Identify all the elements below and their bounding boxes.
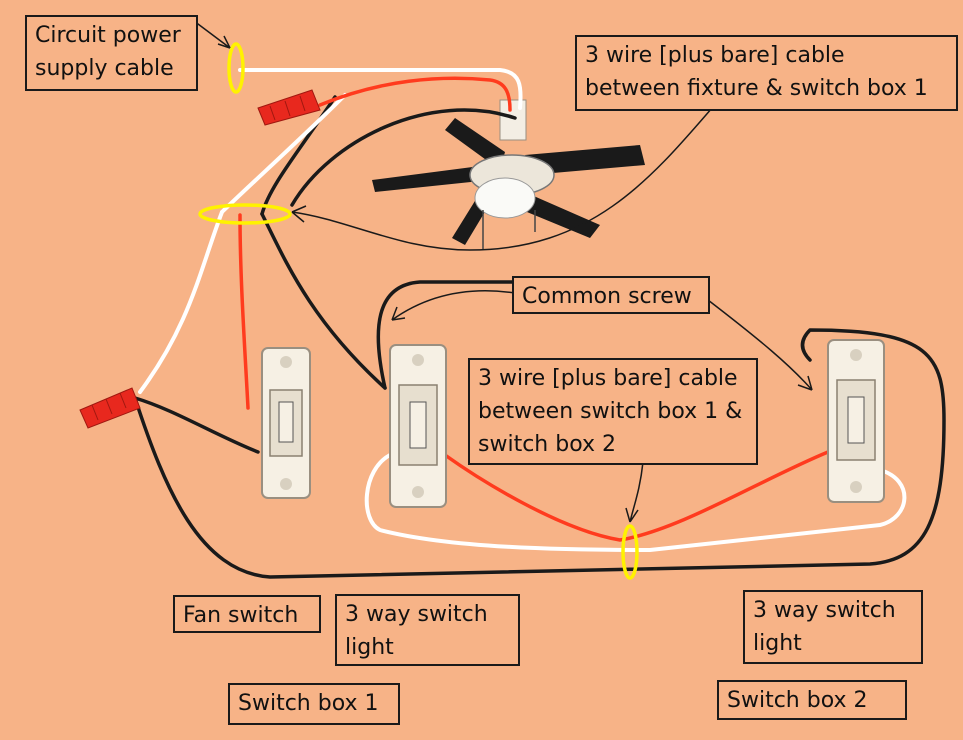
black-wire-splice-to-common bbox=[260, 212, 387, 390]
white-wire-feed bbox=[238, 67, 523, 110]
red-wire-traveler bbox=[443, 450, 830, 542]
red-wire-fixture bbox=[318, 76, 512, 112]
common-screw-label: Common screw bbox=[512, 276, 710, 314]
black-wire-fixture-feed bbox=[290, 108, 517, 207]
black-wire-nut-to-fan-switch bbox=[133, 396, 260, 454]
fan-switch-icon bbox=[261, 347, 311, 499]
wire-nut-icon bbox=[257, 89, 321, 126]
fixture-cable-label: 3 wire [plus bare] cable between fixture… bbox=[575, 35, 958, 111]
fan-switch-label: Fan switch bbox=[173, 595, 321, 633]
arrow-fixture-cable bbox=[291, 107, 713, 251]
white-wire-switch-loop bbox=[364, 453, 907, 552]
black-wire-common-loop bbox=[376, 280, 702, 390]
circuit-power-label: Circuit power supply cable bbox=[25, 15, 198, 91]
arrow-common-screw-1 bbox=[391, 290, 516, 321]
black-wire-nut-loop bbox=[133, 328, 946, 579]
switch-box-1-label: Switch box 1 bbox=[228, 683, 400, 725]
bundle-marker-switch bbox=[621, 524, 639, 580]
wire-nut-icon bbox=[79, 387, 141, 429]
three-way-light-2-label: 3 way switch light bbox=[743, 590, 923, 664]
bundle-marker-fixture bbox=[198, 203, 292, 225]
three-way-light-1-label: 3 way switch light bbox=[335, 594, 520, 666]
arrow-switch-cable bbox=[625, 461, 644, 523]
white-wire-to-nut bbox=[138, 210, 224, 394]
red-wire-to-fan-switch bbox=[238, 213, 250, 410]
switch-box-2-label: Switch box 2 bbox=[717, 680, 907, 720]
three-way-switch-2-icon bbox=[827, 339, 885, 503]
bundle-marker-power bbox=[227, 42, 245, 94]
ceiling-fan-icon bbox=[372, 99, 645, 250]
switch-cable-label: 3 wire [plus bare] cable between switch … bbox=[468, 358, 758, 465]
white-wire-splice bbox=[220, 93, 347, 214]
three-way-switch-1-icon bbox=[389, 344, 447, 508]
arrow-common-screw-2 bbox=[707, 299, 813, 391]
